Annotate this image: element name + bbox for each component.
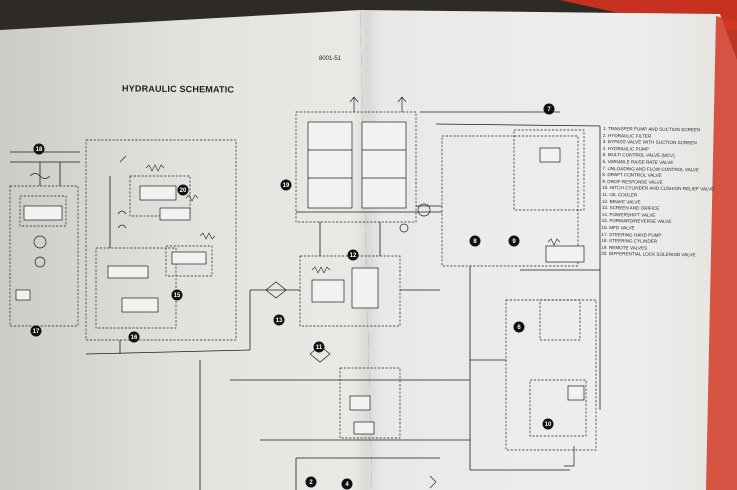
component-legend: 1. TRANSFER PUMP AND SUCTION SCREEN 2. H… bbox=[601, 126, 729, 260]
callout-number: 18 bbox=[36, 147, 43, 153]
page-code: 8001-51 bbox=[318, 56, 342, 62]
callout-18 bbox=[33, 143, 45, 155]
callout-number: 11 bbox=[316, 345, 323, 351]
red-margin bbox=[706, 16, 737, 490]
callout-12 bbox=[347, 249, 359, 261]
callout-20 bbox=[177, 184, 189, 196]
callout-markers bbox=[30, 103, 555, 490]
callout-17 bbox=[30, 325, 42, 337]
schematic-components bbox=[15, 121, 585, 435]
callout-6 bbox=[513, 321, 525, 333]
callout-number: 15 bbox=[174, 293, 181, 299]
page-title: HYDRAULIC SCHEMATIC bbox=[121, 83, 235, 95]
schematic-springs bbox=[145, 164, 561, 274]
callout-15 bbox=[171, 289, 183, 301]
callout-number: 10 bbox=[545, 422, 552, 428]
callout-11 bbox=[313, 341, 325, 353]
callout-number: 19 bbox=[283, 183, 290, 189]
schematic-solid-lines bbox=[10, 111, 601, 490]
callout-16 bbox=[128, 331, 140, 343]
callout-number: 2 bbox=[309, 480, 313, 486]
callout-number: 4 bbox=[345, 482, 349, 488]
callout-19 bbox=[280, 179, 292, 191]
callout-number: 16 bbox=[131, 335, 138, 341]
callout-9 bbox=[508, 235, 520, 247]
callout-number: 20 bbox=[180, 188, 187, 194]
callout-7 bbox=[543, 103, 555, 115]
callout-labels: 18 20 17 16 15 13 12 11 19 7 8 9 6 10 2 4 bbox=[33, 107, 552, 488]
schematic-lines bbox=[9, 111, 597, 451]
callout-number: 17 bbox=[33, 329, 40, 335]
callout-8 bbox=[469, 235, 481, 247]
page-fold bbox=[352, 10, 382, 490]
callout-13 bbox=[273, 314, 285, 326]
callout-number: 12 bbox=[350, 253, 357, 259]
callout-number: 8 bbox=[473, 239, 477, 245]
callout-4 bbox=[341, 478, 353, 490]
callout-number: 9 bbox=[512, 239, 516, 245]
paper-left bbox=[0, 10, 372, 490]
callout-10 bbox=[542, 418, 554, 430]
callout-number: 13 bbox=[276, 318, 283, 324]
callout-2 bbox=[305, 476, 317, 488]
callout-number: 7 bbox=[547, 107, 551, 113]
callout-number: 6 bbox=[517, 325, 521, 331]
